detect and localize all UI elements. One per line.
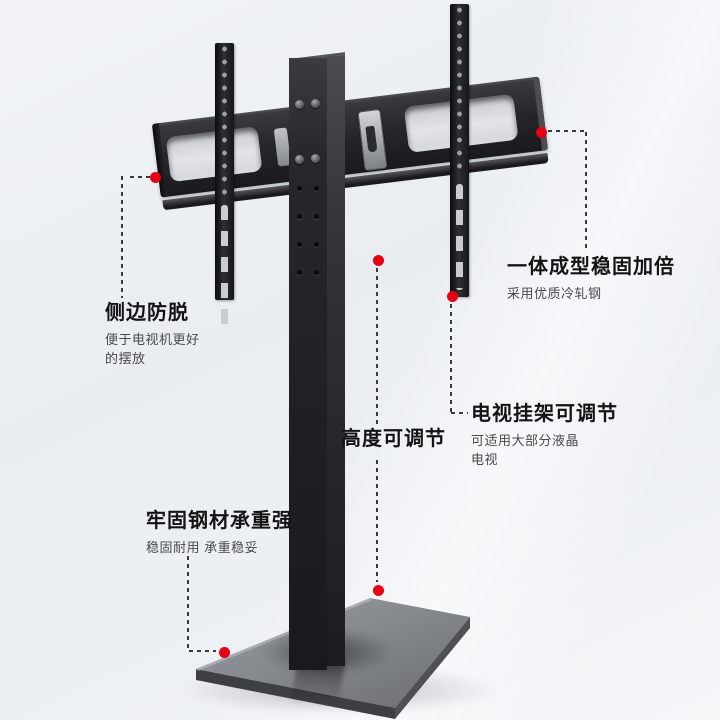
rail-slots bbox=[221, 205, 228, 333]
rail-holes bbox=[450, 4, 469, 176]
callout-subtitle: 便于电视机更好 的摆放 bbox=[105, 332, 200, 366]
callout-line bbox=[376, 268, 378, 424]
callout-dot-height-bottom bbox=[373, 585, 384, 596]
callout-dot-height-top bbox=[373, 255, 384, 266]
callout-line bbox=[189, 650, 216, 652]
callout-title: 一体成型稳固加倍 bbox=[507, 256, 675, 278]
callout-dot-side-antislip bbox=[150, 172, 161, 183]
rail-holes bbox=[215, 43, 234, 198]
callout-line bbox=[121, 176, 123, 298]
pole-adjust-hole bbox=[314, 242, 319, 247]
callout-title: 侧边防脱 bbox=[105, 302, 189, 324]
pole-adjust-hole bbox=[297, 186, 302, 191]
pole-adjust-hole bbox=[314, 186, 319, 191]
callout-title: 电视挂架可调节 bbox=[471, 403, 618, 425]
callout-line bbox=[376, 460, 378, 582]
callout-title: 高度可调节 bbox=[341, 428, 446, 450]
pole-screw bbox=[311, 99, 320, 108]
callout-line bbox=[130, 176, 152, 178]
callout-subtitle: 可适用大部分液晶 电视 bbox=[471, 433, 580, 467]
callout-line bbox=[585, 132, 587, 252]
callout-title: 牢固钢材承重强 bbox=[146, 510, 293, 532]
callout-line bbox=[187, 556, 189, 650]
pole-screw bbox=[295, 155, 304, 164]
callout-line bbox=[548, 130, 588, 132]
callout-dot-one-piece bbox=[536, 127, 547, 138]
pole-adjust-hole bbox=[297, 214, 302, 219]
pole-adjust-hole bbox=[297, 242, 302, 247]
callout-subtitle: 采用优质冷轧钢 bbox=[507, 286, 602, 301]
pole-screw bbox=[311, 154, 320, 163]
callout-line bbox=[450, 304, 452, 412]
callout-dot-bracket-adjust bbox=[447, 291, 458, 302]
pole-adjust-hole bbox=[314, 214, 319, 219]
stand-pole-side bbox=[327, 56, 345, 666]
callout-height-adjust: 高度可调节 bbox=[341, 428, 446, 451]
callout-bracket-adjust: 电视挂架可调节 可适用大部分液晶 电视 bbox=[471, 403, 618, 470]
callout-line bbox=[451, 412, 468, 414]
vesa-rail-right bbox=[450, 4, 469, 297]
callout-steel-strength: 牢固钢材承重强 稳固耐用 承重稳妥 bbox=[146, 510, 293, 558]
vesa-rail-left bbox=[215, 43, 234, 333]
callout-dot-steel-strength bbox=[219, 647, 230, 658]
stand-pole bbox=[289, 58, 327, 670]
hook-slot bbox=[365, 125, 378, 153]
rail-slots bbox=[456, 184, 463, 290]
callout-one-piece: 一体成型稳固加倍 采用优质冷轧钢 bbox=[507, 256, 675, 304]
pole-adjust-hole bbox=[297, 270, 302, 275]
callout-subtitle: 稳固耐用 承重稳妥 bbox=[146, 540, 259, 555]
pole-adjust-hole bbox=[314, 270, 319, 275]
pole-screw bbox=[295, 100, 304, 109]
callout-side-antislip: 侧边防脱 便于电视机更好 的摆放 bbox=[105, 302, 200, 369]
